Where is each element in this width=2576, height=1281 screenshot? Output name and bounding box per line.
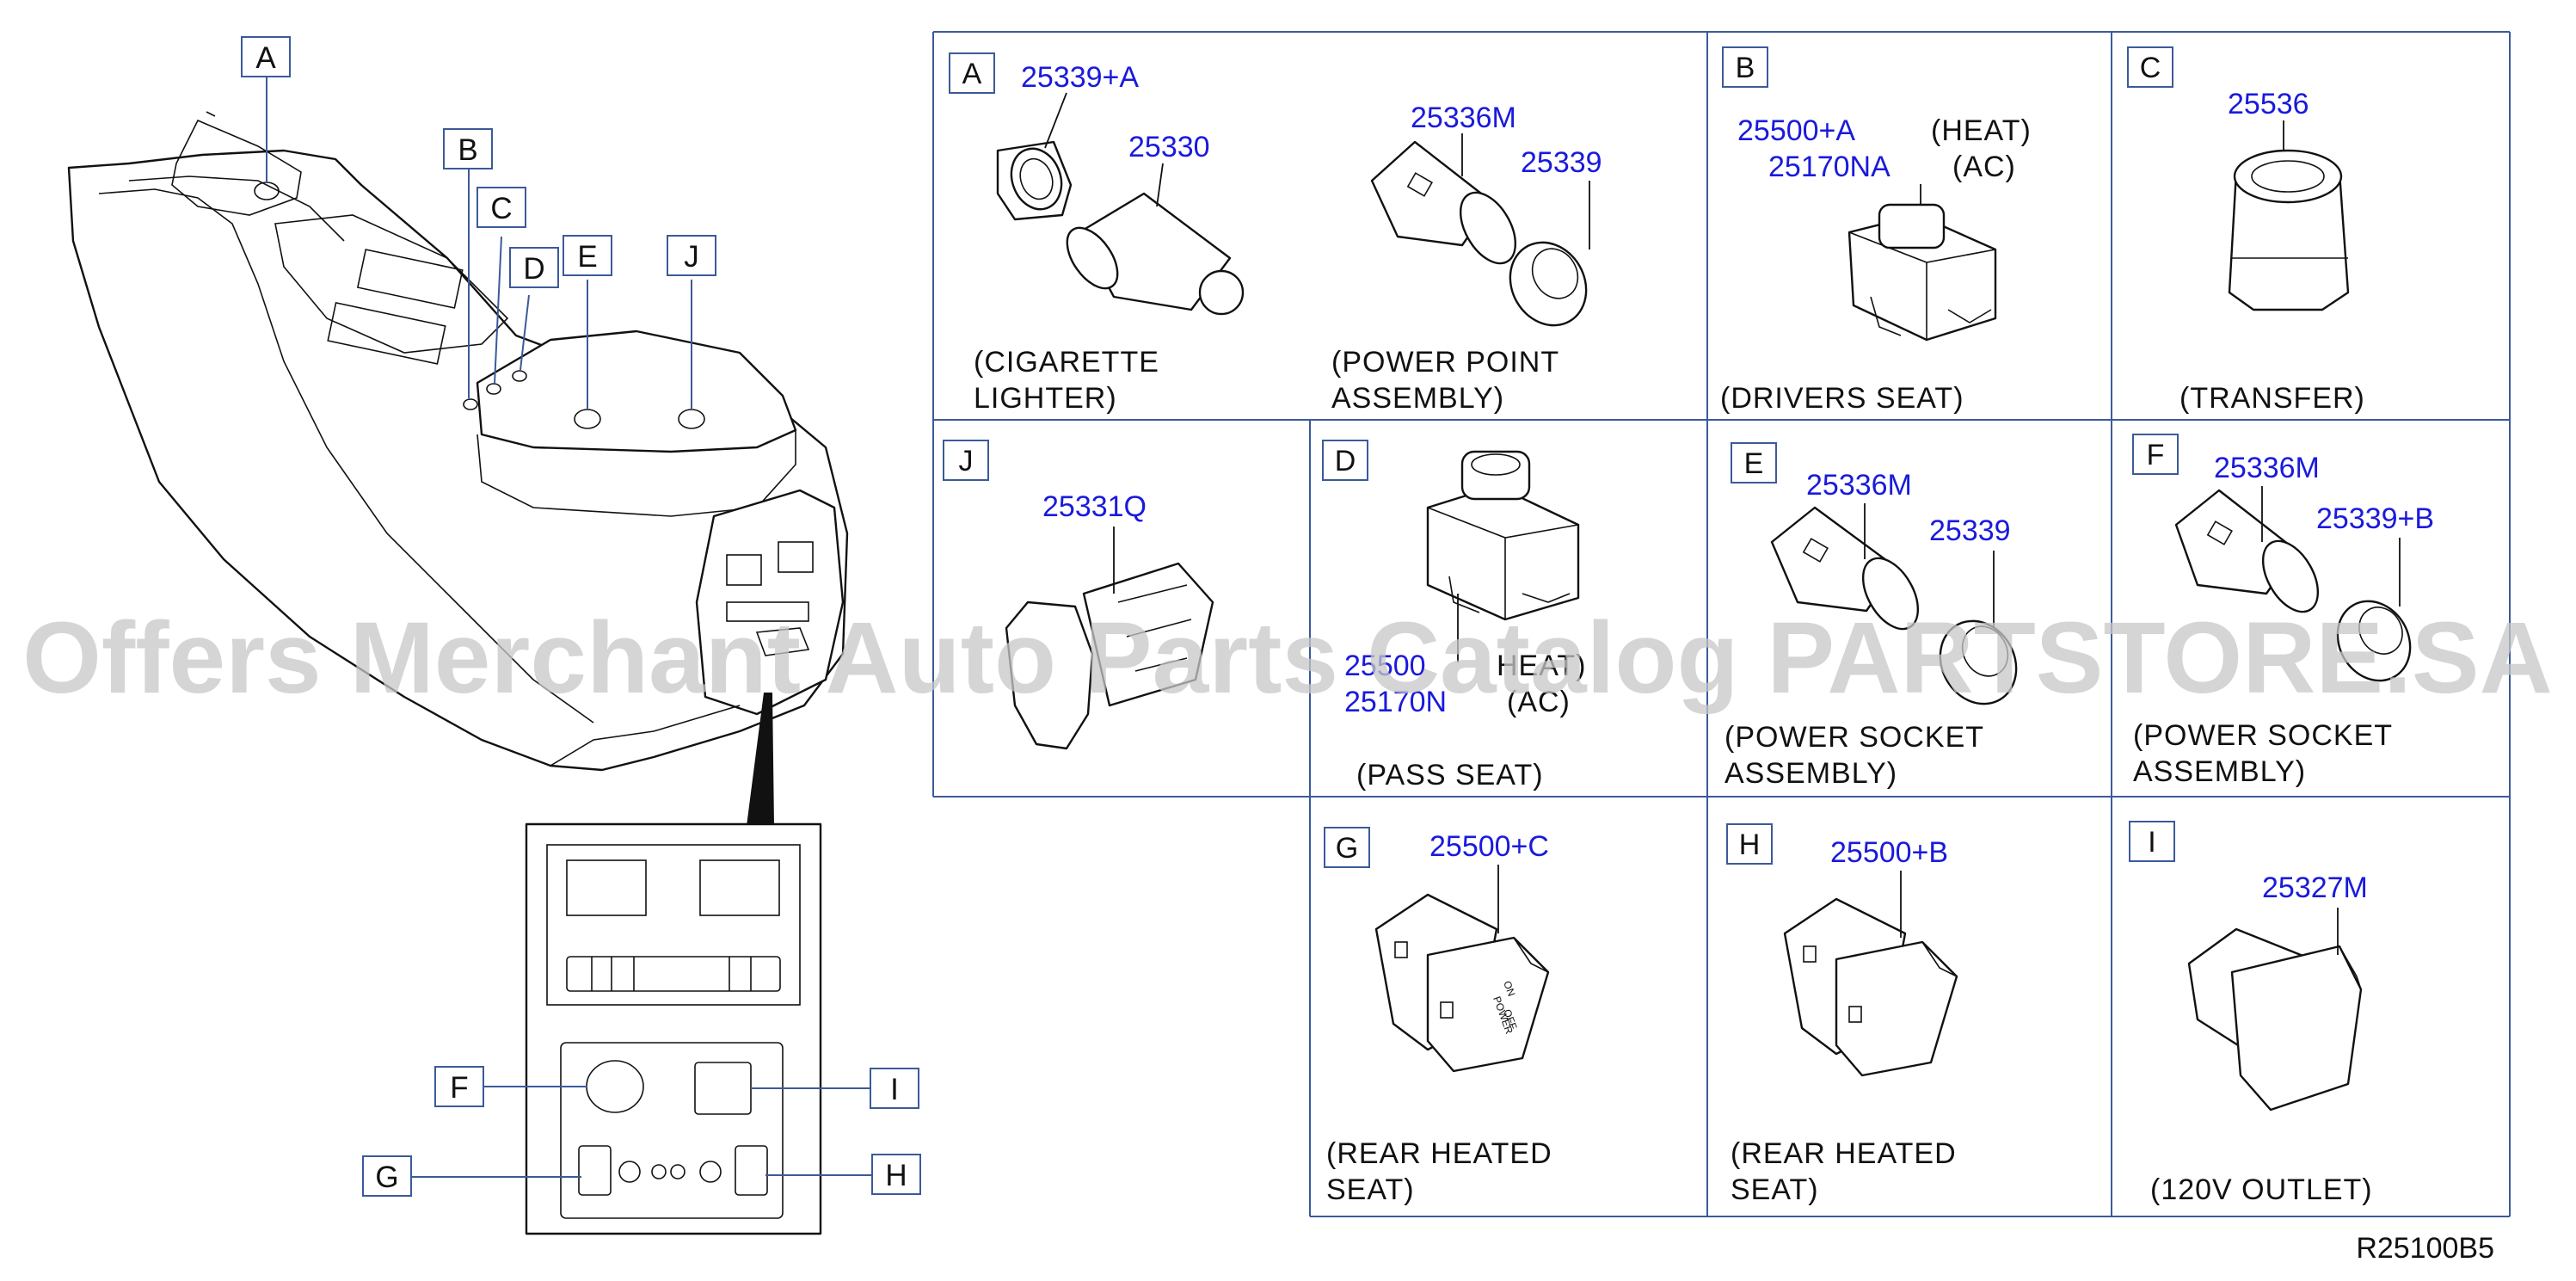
panel-b: B 25500+A 25170NA (HEAT) (AC) (DRIVERS S… — [1720, 46, 2032, 415]
panel-b-letter: B — [1736, 52, 1755, 84]
part-25170n: 25170N — [1344, 686, 1447, 718]
caption-drivers-seat: (DRIVERS SEAT) — [1720, 382, 1964, 415]
panel-e-letter: E — [1744, 447, 1764, 480]
callout-j: J — [684, 240, 699, 274]
part-25536: 25536 — [2228, 88, 2309, 120]
note-heat-b: (HEAT) — [1931, 114, 2032, 147]
panel-c: C 25536 (TRANSFER) — [2127, 46, 2365, 415]
panel-c-letter: C — [2140, 52, 2161, 84]
rear-heated-seat-g-drawing: ON POWER OFF — [1374, 865, 1550, 1073]
note-ac-b: (AC) — [1952, 151, 2016, 183]
panel-i-letter: I — [2148, 826, 2155, 859]
caption-rear-heated-h-1: (REAR HEATED — [1731, 1137, 1957, 1170]
callout-f: F — [450, 1071, 468, 1105]
panel-g: G 25500+C ON POWER OFF (REAR HEATED SEAT… — [1324, 827, 1552, 1206]
panel-h-letter: H — [1739, 828, 1761, 861]
drivers-seat-switch-drawing — [1847, 184, 1997, 342]
part-25500c: 25500+C — [1429, 830, 1549, 863]
part-25336m-f: 25336M — [2214, 452, 2320, 484]
part-25500b: 25500+B — [1830, 836, 1948, 869]
rear-panel-detail: F I G H — [362, 822, 921, 1235]
panel-f: F 25336M 25339+B (POWER SOCKET ASSEMBLY) — [2132, 434, 2434, 788]
switch-legend-on: ON — [1501, 979, 1517, 998]
callout-a: A — [255, 41, 276, 75]
panel-d: D 25500 25170N HEAT) (AC) (PASS SEAT) — [1322, 440, 1586, 791]
caption-rear-heated-g-2: SEAT) — [1326, 1173, 1415, 1206]
panel-e: E 25336M 25339 (POWER SOCKET ASSEMBLY) — [1725, 442, 2018, 790]
callout-c: C — [490, 192, 512, 225]
caption-power-socket-e-1: (POWER SOCKET — [1725, 721, 1984, 754]
panel-f-letter: F — [2147, 439, 2165, 471]
console-overview: A B C D E J — [67, 36, 849, 772]
callout-d: D — [523, 252, 544, 286]
part-25336m-e: 25336M — [1806, 469, 1912, 502]
power-point-drawing — [1370, 133, 1590, 327]
callout-b: B — [458, 133, 477, 167]
part-25500-d: 25500 — [1344, 650, 1426, 682]
panel-g-letter: G — [1336, 832, 1358, 865]
caption-cigarette-lighter-2: LIGHTER) — [974, 382, 1117, 415]
note-ac-d: (AC) — [1507, 686, 1571, 718]
panel-h: H 25500+B (REAR HEATED SEAT) — [1726, 823, 1958, 1206]
parts-grid — [932, 31, 2511, 1217]
zoom-pointer — [747, 693, 774, 826]
caption-power-socket-f-1: (POWER SOCKET — [2133, 719, 2393, 752]
panel-j: J 25331Q — [943, 440, 1214, 750]
callout-e: E — [577, 240, 597, 274]
usb-jack-drawing — [1005, 527, 1214, 750]
pass-seat-switch-drawing — [1426, 450, 1580, 621]
caption-rear-heated-g-1: (REAR HEATED — [1326, 1137, 1552, 1170]
callout-i: I — [890, 1073, 899, 1106]
callout-g: G — [375, 1161, 398, 1194]
part-25327m: 25327M — [2262, 871, 2368, 904]
panel-a: A 25339+A 25330 25336M 25339 (CIGARETTE … — [949, 52, 1602, 415]
part-25339-e: 25339 — [1929, 514, 2011, 547]
watermark: Offers Merchant Auto Parts Catalog PARTS… — [22, 601, 2553, 715]
part-25339b: 25339+B — [2316, 502, 2434, 535]
caption-power-socket-e-2: ASSEMBLY) — [1725, 757, 1897, 790]
callout-h: H — [885, 1159, 907, 1192]
caption-power-point-1: (POWER POINT — [1331, 346, 1559, 379]
cigarette-lighter-drawing — [996, 92, 1245, 316]
caption-transfer: (TRANSFER) — [2179, 382, 2365, 415]
caption-power-socket-f-2: ASSEMBLY) — [2133, 755, 2306, 788]
note-heat-d: HEAT) — [1497, 650, 1586, 682]
part-25331q: 25331Q — [1042, 490, 1147, 523]
rear-heated-seat-h-drawing — [1783, 871, 1958, 1077]
part-25339-a: 25339 — [1521, 146, 1602, 179]
transfer-switch-drawing — [2228, 120, 2350, 311]
outlet-120v-drawing — [2187, 908, 2363, 1112]
caption-120v-outlet: (120V OUTLET) — [2150, 1173, 2373, 1206]
part-25500a: 25500+A — [1737, 114, 1855, 147]
part-25330: 25330 — [1128, 131, 1210, 163]
part-25339a: 25339+A — [1021, 61, 1139, 94]
power-socket-f-drawing — [2174, 486, 2412, 682]
panel-a-letter: A — [962, 58, 982, 90]
panel-d-letter: D — [1335, 445, 1356, 477]
power-socket-e-drawing — [1770, 503, 2018, 705]
diagram-code: R25100B5 — [2356, 1232, 2494, 1265]
panel-i: I 25327M (120V OUTLET) — [2129, 821, 2373, 1206]
part-25336m-a: 25336M — [1411, 102, 1516, 134]
part-25170na: 25170NA — [1768, 151, 1891, 183]
caption-rear-heated-h-2: SEAT) — [1731, 1173, 1819, 1206]
panel-j-letter: J — [959, 445, 974, 477]
caption-pass-seat: (PASS SEAT) — [1356, 759, 1544, 791]
caption-cigarette-lighter-1: (CIGARETTE — [974, 346, 1159, 379]
caption-power-point-2: ASSEMBLY) — [1331, 382, 1504, 415]
